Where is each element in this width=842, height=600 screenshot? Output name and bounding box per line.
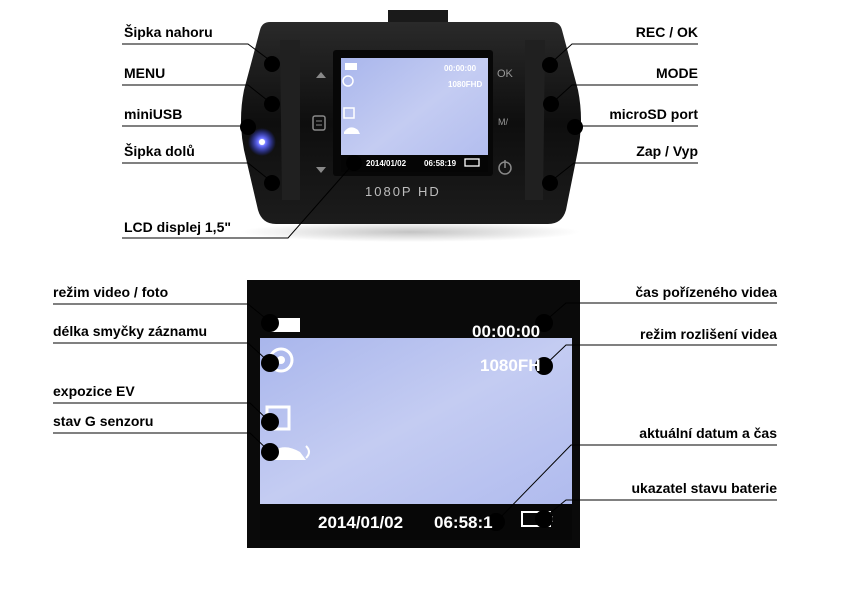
- led-indicator: [259, 139, 265, 145]
- dot-rec-ok: [542, 57, 558, 73]
- label-recorded-time: čas pořízeného videa: [635, 284, 777, 300]
- dot-lcd: [346, 155, 362, 171]
- label-down-arrow: Šipka dolů: [124, 143, 195, 159]
- label-menu: MENU: [124, 65, 165, 81]
- small-screen-res: 1080FHD: [448, 80, 482, 89]
- callout-line-loop: [53, 343, 270, 363]
- label-datetime: aktuální datum a čas: [639, 425, 777, 441]
- label-microsd: microSD port: [609, 106, 698, 122]
- device-shadow: [240, 222, 580, 242]
- device-branding: 1080P HD: [365, 184, 441, 199]
- lcd-screen-small: [341, 58, 488, 172]
- screen-recorded-time: 00:00:00: [472, 322, 540, 342]
- dot-up-arrow: [264, 56, 280, 72]
- small-screen-date: 2014/01/02: [366, 159, 406, 168]
- label-video-foto: režim video / foto: [53, 284, 168, 300]
- dashcam-device: [240, 10, 581, 242]
- label-mode: MODE: [656, 65, 698, 81]
- device-ok-label: OK: [497, 68, 513, 80]
- label-up-arrow: Šipka nahoru: [124, 24, 213, 40]
- right-panel: [525, 40, 545, 200]
- callout-line-gsensor: [53, 433, 270, 452]
- screen-resolution: 1080FH: [480, 356, 540, 376]
- dot-battery: [535, 510, 553, 528]
- device-mode-label: M/: [498, 117, 508, 127]
- lcd-status-bar-large: [260, 504, 572, 540]
- screen-clock: 06:58:1: [434, 513, 493, 533]
- dot-down-arrow: [264, 175, 280, 191]
- callout-line-video-foto: [53, 304, 270, 322]
- zoomed-screen: [247, 280, 580, 548]
- dot-zap-vyp: [542, 175, 558, 191]
- label-gsensor: stav G senzoru: [53, 413, 153, 429]
- label-zap-vyp: Zap / Vyp: [636, 143, 698, 159]
- label-resolution: režim rozlišení videa: [640, 326, 777, 342]
- dot-microsd: [567, 119, 583, 135]
- screen-date: 2014/01/02: [318, 513, 403, 533]
- callout-line-rec-ok: [550, 44, 698, 64]
- small-screen-clock: 06:58:19: [424, 159, 456, 168]
- dot-video-foto: [261, 314, 279, 332]
- left-panel: [280, 40, 300, 200]
- dot-gsensor: [261, 443, 279, 461]
- label-lcd: LCD displej 1,5": [124, 219, 231, 235]
- small-screen-time: 00:00:00: [444, 64, 476, 73]
- label-rec-ok: REC / OK: [636, 24, 698, 40]
- label-miniusb: miniUSB: [124, 106, 182, 122]
- label-battery: ukazatel stavu baterie: [631, 480, 777, 496]
- video-mode-icon-small: [345, 63, 357, 70]
- label-loop: délka smyčky záznamu: [53, 323, 207, 339]
- label-ev: expozice EV: [53, 383, 135, 399]
- dot-ev: [261, 413, 279, 431]
- lcd-status-bar-small: [341, 155, 488, 172]
- dot-mode: [543, 96, 559, 112]
- dot-loop: [261, 354, 279, 372]
- callout-line-up-arrow: [122, 44, 272, 62]
- dot-menu: [264, 96, 280, 112]
- dot-miniusb: [240, 119, 256, 135]
